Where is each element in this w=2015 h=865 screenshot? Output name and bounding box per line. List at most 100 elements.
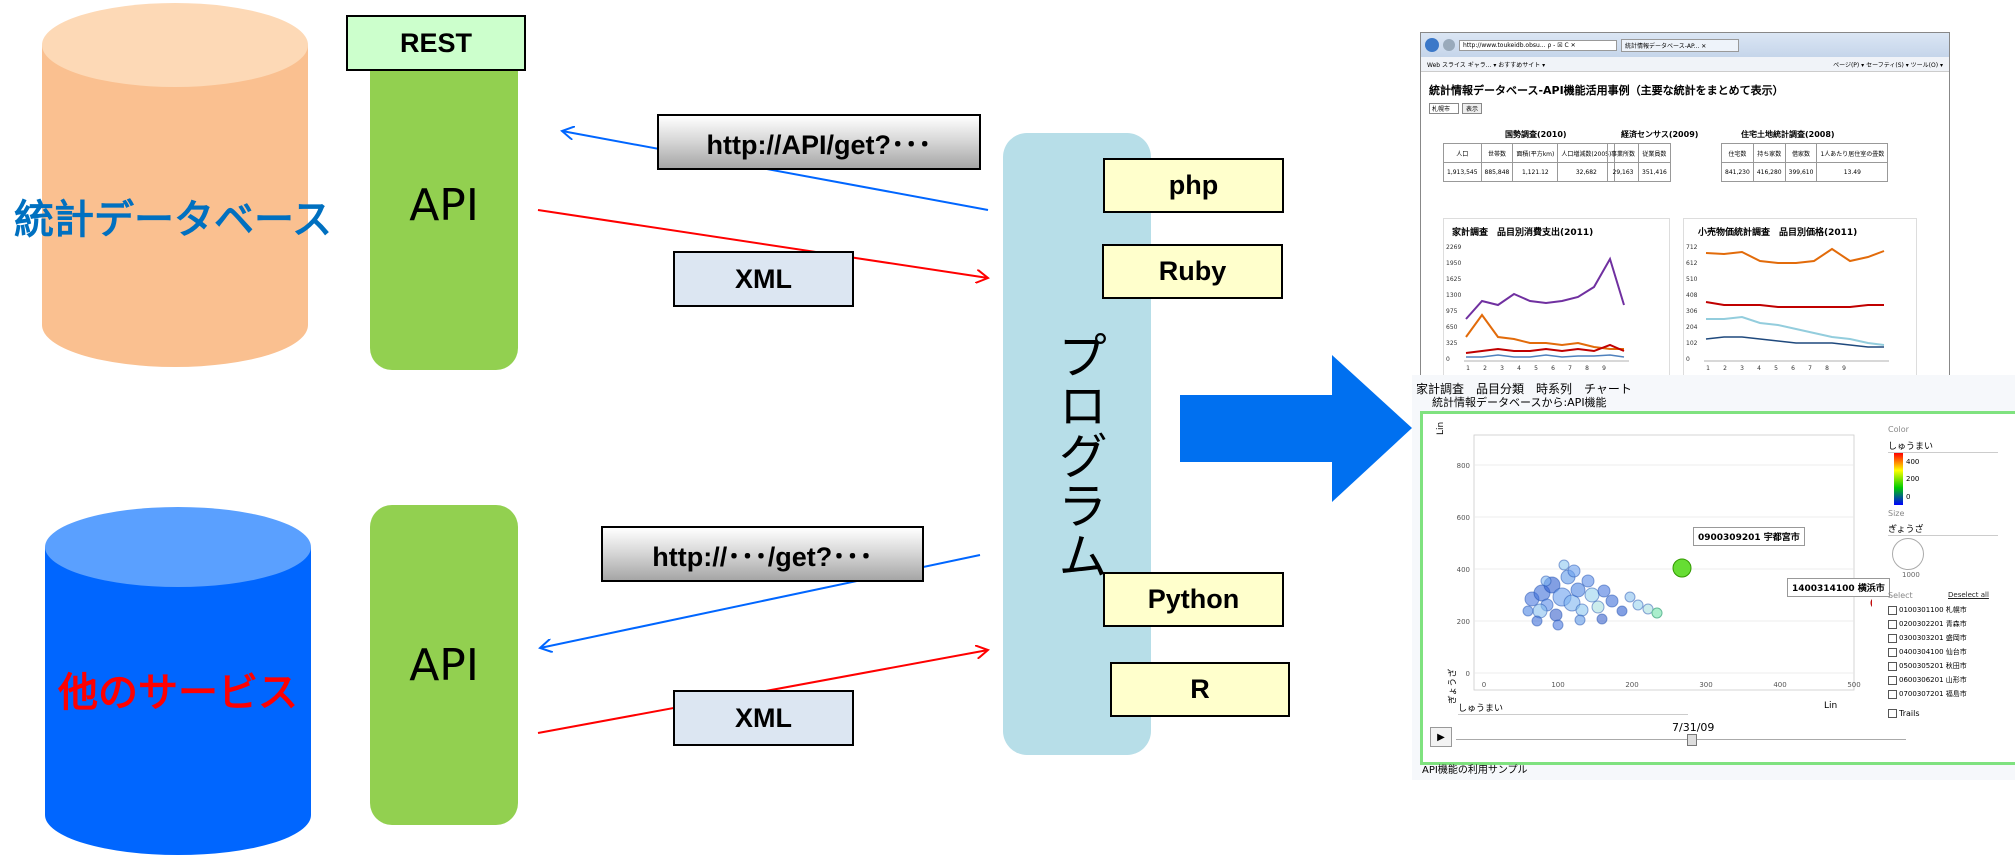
city-list-item[interactable]: 0400304100 仙台市 <box>1888 645 2013 659</box>
city-bubble[interactable] <box>1575 603 1589 617</box>
city-checkbox[interactable] <box>1888 633 1897 643</box>
city-bubble[interactable] <box>1642 603 1654 615</box>
other-service-label: 他のサービス <box>58 670 298 716</box>
chart2-ytick: 408 <box>1686 292 1698 299</box>
chart1-series-red <box>1465 343 1625 354</box>
motion-xtick: 100 <box>1551 681 1564 689</box>
chart2-xtick: 6 <box>1791 365 1795 372</box>
city-bubble[interactable] <box>1624 591 1636 603</box>
city-list-item[interactable]: 0100301100 札幌市 <box>1888 603 2013 617</box>
city-bubble[interactable] <box>1570 582 1586 598</box>
city-label: 0700307201 福島市 <box>1899 690 1967 698</box>
city-bubble[interactable] <box>1616 605 1628 617</box>
forward-button[interactable] <box>1443 39 1455 51</box>
browser-toolbar[interactable]: ページ(P) ▾ セーフティ(S) ▾ ツール(O) ▾ <box>1833 61 1943 69</box>
census-title: 国勢調査(2010) <box>1505 130 1567 139</box>
statistics-database-cylinder <box>42 3 308 367</box>
city-bubble[interactable] <box>1558 559 1570 571</box>
city-bubble[interactable] <box>1632 599 1644 611</box>
city-label: 0400304100 仙台市 <box>1899 648 1967 656</box>
chart1-series-purple <box>1465 256 1625 320</box>
lang-ruby: Ruby <box>1102 244 1283 299</box>
city-bubble[interactable] <box>1522 605 1534 617</box>
browser-tab[interactable]: 統計情報データベース-AP... ✕ <box>1621 38 1739 52</box>
chart1-xtick: 4 <box>1517 365 1521 372</box>
lang-r: R <box>1110 662 1290 717</box>
xaxis-select[interactable]: しゅうまい <box>1458 701 1688 715</box>
city-bubble[interactable] <box>1552 619 1564 631</box>
statistics-database-label: 統計データベース <box>14 197 332 243</box>
chart2-xtick: 3 <box>1740 365 1744 372</box>
trails-box[interactable] <box>1888 709 1897 718</box>
time-slider-handle[interactable] <box>1687 734 1697 746</box>
show-button[interactable]: 表示 <box>1462 103 1483 114</box>
chart2-xtick: 5 <box>1774 365 1778 372</box>
city-select[interactable]: 札幌市 <box>1429 103 1460 114</box>
address-bar[interactable]: http://www.toukeidb.obsu... ρ - ☒ C ✕ <box>1459 39 1617 51</box>
city-list-item[interactable]: 0500305201 秋田市 <box>1888 659 2013 673</box>
size-select[interactable]: ぎょうざ <box>1888 522 1998 536</box>
motion-ytick: 600 <box>1457 514 1470 522</box>
census-v1: 885,848 <box>1480 162 1514 182</box>
motion-ytick: 800 <box>1457 462 1470 470</box>
city-checkbox[interactable] <box>1888 647 1897 657</box>
city-bubble[interactable] <box>1591 600 1605 614</box>
city-bubble[interactable] <box>1597 584 1611 598</box>
city-bubble[interactable] <box>1584 587 1600 603</box>
chart1-xtick: 3 <box>1500 365 1504 372</box>
favorites-links[interactable]: Web スライス ギャラ... ▾ おすすめサイト ▾ <box>1427 61 1546 69</box>
chart2-xtick: 9 <box>1842 365 1846 372</box>
chart2-ytick: 510 <box>1686 276 1698 283</box>
time-slider[interactable] <box>1456 739 1906 740</box>
city-bubble[interactable] <box>1596 613 1608 625</box>
motion-xtick: 200 <box>1625 681 1638 689</box>
city-list-item[interactable]: 0200302201 青森市 <box>1888 617 2013 631</box>
motion-xtick: 0 <box>1482 681 1486 689</box>
city-bubble[interactable] <box>1574 614 1586 626</box>
city-bubble[interactable] <box>1605 594 1619 608</box>
city-bubble[interactable] <box>1651 607 1663 619</box>
select-label: Select <box>1888 591 1913 600</box>
city-bubble[interactable] <box>1563 594 1581 612</box>
chart1-ytick: 325 <box>1446 340 1458 347</box>
chart1-ytick: 1625 <box>1446 276 1461 283</box>
census-v2: 1,121.12 <box>1512 162 1559 182</box>
chart2-xtick: 2 <box>1723 365 1727 372</box>
trails-checkbox[interactable]: Trails <box>1888 709 1920 718</box>
favorites-bar: Web スライス ギャラ... ▾ おすすめサイト ▾ ページ(P) ▾ セーフ… <box>1421 57 1949 72</box>
city-checkbox[interactable] <box>1888 605 1897 615</box>
deselect-all-link[interactable]: Deselect all <box>1948 591 1989 599</box>
api-label-top: API <box>409 179 479 231</box>
rest-label: REST <box>346 15 526 71</box>
chart1-series-orange <box>1465 313 1624 350</box>
city-checkbox[interactable] <box>1888 619 1897 629</box>
xaxis-scale[interactable]: Lin <box>1824 701 1838 711</box>
city-list-item[interactable]: 0600306201 山形市 <box>1888 673 2013 687</box>
api-bar-top: API <box>370 40 518 370</box>
city-bubble[interactable] <box>1567 564 1581 578</box>
chart2-xtick: 7 <box>1808 365 1812 372</box>
city-bubble[interactable] <box>1581 574 1595 588</box>
back-button[interactable] <box>1425 38 1439 52</box>
city-checkbox[interactable] <box>1888 689 1897 699</box>
chart1-xtick: 7 <box>1568 365 1572 372</box>
color-select[interactable]: しゅうまい <box>1888 439 1998 453</box>
city-list-item[interactable]: 0300303201 盛岡市 <box>1888 631 2013 645</box>
motion-ytick: 200 <box>1457 618 1470 626</box>
city-list-item[interactable]: 0700307201 福島市 <box>1888 687 2013 701</box>
city-bubble[interactable] <box>1549 608 1563 622</box>
census-h1: 世帯数 <box>1480 143 1514 163</box>
city-checkbox[interactable] <box>1888 661 1897 671</box>
color-scale <box>1894 453 1903 505</box>
city-bubble[interactable] <box>1540 575 1552 587</box>
play-button[interactable]: ▶ <box>1430 727 1452 747</box>
city-bubble[interactable] <box>1531 615 1543 627</box>
city-label: 0300303201 盛岡市 <box>1899 634 1967 642</box>
city-checkbox[interactable] <box>1888 675 1897 685</box>
motion-ylabel[interactable]: Lin <box>1436 421 1446 435</box>
chart1-xtick: 9 <box>1602 365 1606 372</box>
